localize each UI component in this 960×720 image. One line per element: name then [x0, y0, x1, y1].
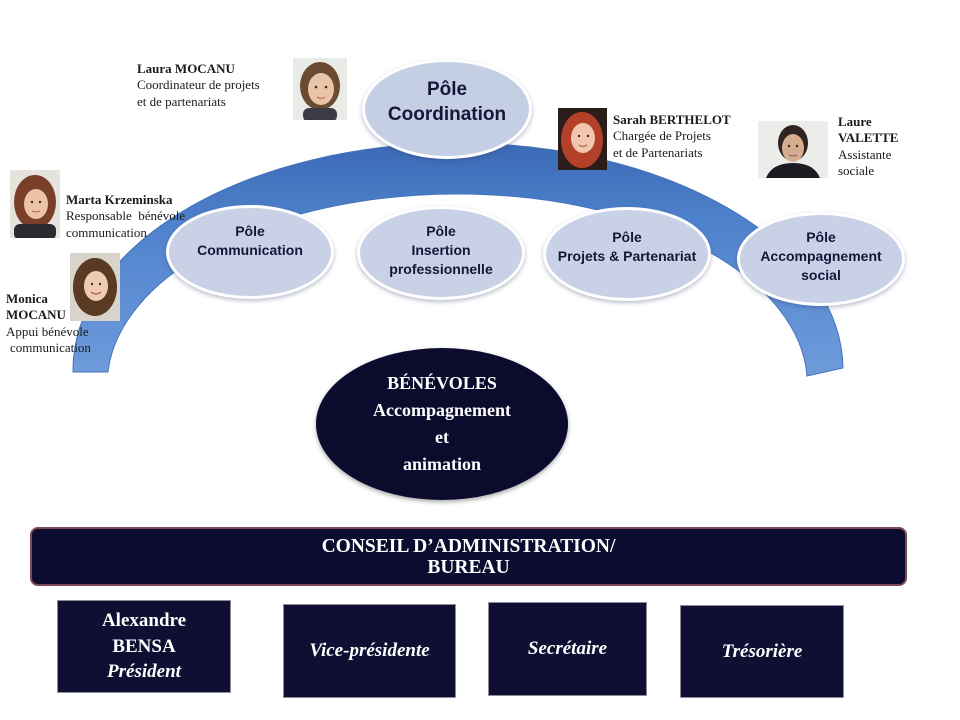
pole-label: Pôle: [235, 223, 265, 239]
pole-label: Pôle: [426, 222, 456, 239]
person-name: Laure: [838, 114, 872, 129]
president-name: Alexandre: [101, 610, 187, 632]
person-name: Marta Krzeminska: [66, 192, 173, 207]
conseil-label: BUREAU: [427, 556, 510, 578]
box-vice-presidente: Vice-présidente: [283, 604, 456, 698]
person-name: Monica: [6, 291, 48, 306]
person-role: Appui bénévole: [6, 323, 89, 339]
person-role: Chargée de Projets: [613, 128, 711, 144]
pole-insertion-professionnelle: Pôle Insertion professionnelle: [357, 206, 525, 300]
secretaire-title: Secrétaire: [527, 638, 608, 660]
person-name: MOCANU: [6, 307, 66, 323]
person-role: Coordinateur de projets: [137, 77, 260, 93]
person-laure-valette: Laure VALETTE Assistante sociale: [838, 114, 898, 179]
box-president: Alexandre BENSA Président: [57, 600, 231, 693]
pole-label: social: [801, 266, 841, 283]
pole-label: professionnelle: [389, 260, 493, 277]
president-name: BENSA: [112, 635, 176, 657]
pole-label: Pôle: [806, 228, 836, 245]
person-role: et de partenariats: [137, 93, 226, 109]
box-secretaire: Secrétaire: [488, 602, 647, 696]
photo-laure-valette: [758, 121, 828, 178]
person-role: communication: [10, 339, 91, 355]
person-sarah-berthelot: Sarah BERTHELOT Chargée de Projets et de…: [613, 112, 731, 161]
person-monica-mocanu: Monica MOCANU Appui bénévole communicati…: [6, 291, 91, 356]
pole-label: Pôle: [426, 79, 468, 100]
person-name: Laura MOCANU: [137, 61, 235, 76]
benevoles-ellipse: BÉNÉVOLES Accompagnement et animation: [316, 348, 568, 500]
president-title: Président: [107, 661, 181, 683]
person-name: VALETTE: [838, 130, 899, 146]
person-role: Assistante: [838, 146, 892, 162]
pole-label: Coordination: [387, 104, 507, 125]
person-role: sociale: [838, 162, 875, 178]
pole-label: Pôle: [612, 229, 642, 245]
photo-marta-krzeminska: [10, 170, 60, 238]
conseil-label: CONSEIL D’ADMINISTRATION/: [321, 535, 616, 557]
benevoles-label: BÉNÉVOLES: [387, 373, 497, 393]
benevoles-label: et: [435, 427, 449, 447]
benevoles-label: animation: [402, 454, 481, 474]
tresoriere-title: Trésorière: [721, 640, 803, 662]
vice-presidente-title: Vice-présidente: [309, 640, 430, 662]
person-role: communication: [66, 224, 147, 240]
photo-laura-mocanu: [293, 58, 347, 120]
pole-label: Communication: [197, 242, 303, 258]
pole-label: Accompagnement: [760, 247, 882, 264]
person-name: Sarah BERTHELOT: [613, 112, 731, 127]
person-role: Responsable bénévole: [66, 208, 186, 224]
person-marta-krzeminska: Marta Krzeminska Responsable bénévole co…: [66, 192, 185, 241]
pole-label: Projets & Partenariat: [557, 248, 697, 264]
person-role: et de Partenariats: [613, 144, 703, 160]
pole-communication: Pôle Communication: [166, 205, 334, 299]
person-laura-mocanu: Laura MOCANU Coordinateur de projets et …: [137, 61, 260, 110]
benevoles-label: Accompagnement: [373, 400, 511, 420]
photo-monica-mocanu: [70, 253, 120, 321]
pole-label: Insertion: [411, 241, 471, 258]
photo-sarah-berthelot: [558, 108, 607, 170]
pole-coordination: Pôle Coordination: [362, 59, 532, 159]
conseil-administration-bar: CONSEIL D’ADMINISTRATION/ BUREAU: [30, 527, 907, 586]
box-tresoriere: Trésorière: [680, 605, 844, 698]
pole-accompagnement-social: Pôle Accompagnement social: [737, 212, 905, 306]
pole-projets-partenariat: Pôle Projets & Partenariat: [543, 207, 711, 301]
